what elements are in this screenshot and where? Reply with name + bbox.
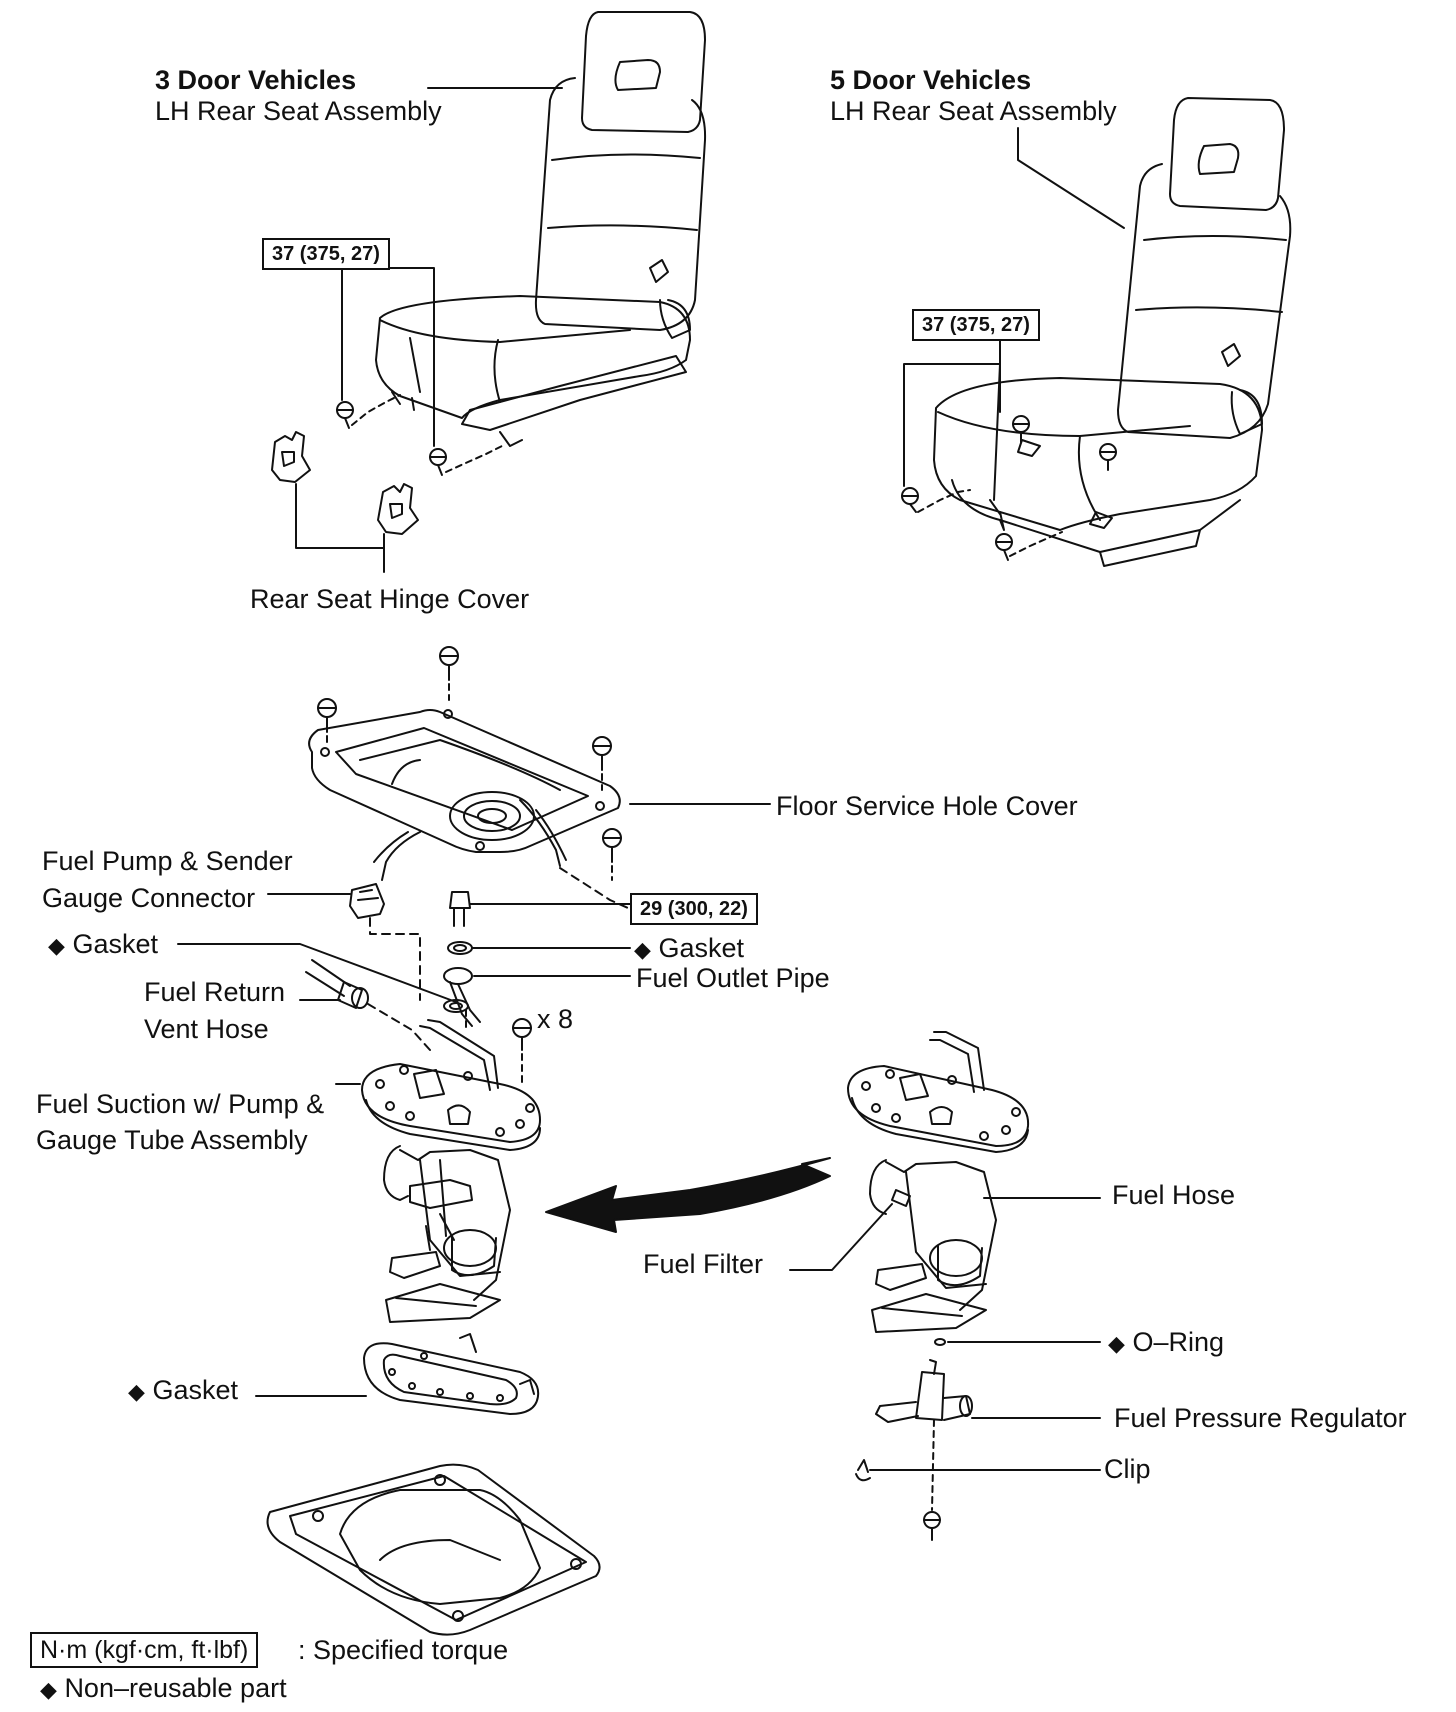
- outlet-torque-box: 29 (300, 22): [630, 893, 758, 925]
- seat-5door-subtitle: LH Rear Seat Assembly: [830, 96, 1117, 126]
- legend-nonreusable: ◆ Non–reusable part: [40, 1672, 287, 1706]
- floor-cover-drawing: [309, 647, 770, 880]
- fuel-suction-label-line2: Gauge Tube Assembly: [36, 1125, 308, 1155]
- fuel-suction-label-line1: Fuel Suction w/ Pump &: [36, 1089, 325, 1119]
- seat-3door-subtitle: LH Rear Seat Assembly: [155, 96, 442, 126]
- bottom-gasket-drawing: [256, 1334, 538, 1414]
- floor-service-hole-cover-label: Floor Service Hole Cover: [776, 791, 1078, 821]
- nonreusable-diamond-icon: ◆: [128, 1379, 145, 1404]
- fuel-suction-assembly-drawing: [336, 1020, 540, 1322]
- legend-torque-unit-box: N·m (kgf·cm, ft·lbf): [30, 1632, 259, 1668]
- seat-3door-torque-box: 37 (375, 27): [262, 238, 390, 270]
- direction-arrow: [546, 1158, 830, 1232]
- gasket-bottom-text: Gasket: [152, 1375, 238, 1405]
- seat-3door-title: 3 Door Vehicles: [155, 65, 357, 95]
- nonreusable-diamond-icon: ◆: [48, 933, 65, 958]
- fuel-hose-label: Fuel Hose: [1112, 1180, 1236, 1210]
- pump-parts-drawing: [178, 868, 630, 1084]
- gasket-bottom-label: ◆ Gasket: [128, 1374, 238, 1408]
- floor-pan-drawing: [268, 1465, 600, 1635]
- fuel-outlet-pipe-label: Fuel Outlet Pipe: [636, 963, 830, 993]
- seat-5door-title: 5 Door Vehicles: [830, 65, 1032, 95]
- fuel-pressure-regulator-label: Fuel Pressure Regulator: [1114, 1403, 1407, 1433]
- fuel-filter-label: Fuel Filter: [643, 1249, 764, 1279]
- gasket-right-label: ◆ Gasket: [634, 932, 744, 966]
- legend-nonreusable-text: Non–reusable part: [64, 1673, 287, 1703]
- fuel-pump-connector-label-line1: Fuel Pump & Sender: [42, 846, 293, 876]
- fuel-return-label-line2: Vent Hose: [144, 1014, 269, 1044]
- fuel-pump-connector-label-line2: Gauge Connector: [42, 883, 256, 913]
- seat-5door-drawing: [902, 98, 1290, 566]
- o-ring-text: O–Ring: [1132, 1327, 1224, 1357]
- bolt-count-label: x 8: [537, 1004, 574, 1034]
- rear-seat-hinge-cover-label: Rear Seat Hinge Cover: [250, 584, 530, 614]
- gasket-left-label: ◆ Gasket: [48, 928, 158, 962]
- detail-assembly-drawing: [790, 1032, 1100, 1540]
- seat-5door-torque-box: 37 (375, 27): [912, 309, 1040, 341]
- nonreusable-diamond-icon: ◆: [40, 1677, 57, 1702]
- o-ring-label: ◆ O–Ring: [1108, 1326, 1224, 1360]
- nonreusable-diamond-icon: ◆: [1108, 1331, 1125, 1356]
- gasket-left-text: Gasket: [72, 929, 158, 959]
- nonreusable-diamond-icon: ◆: [634, 937, 651, 962]
- fuel-return-label-line1: Fuel Return: [144, 977, 286, 1007]
- legend-torque-desc: : Specified torque: [298, 1635, 509, 1665]
- gasket-right-text: Gasket: [658, 933, 744, 963]
- clip-label: Clip: [1104, 1454, 1151, 1484]
